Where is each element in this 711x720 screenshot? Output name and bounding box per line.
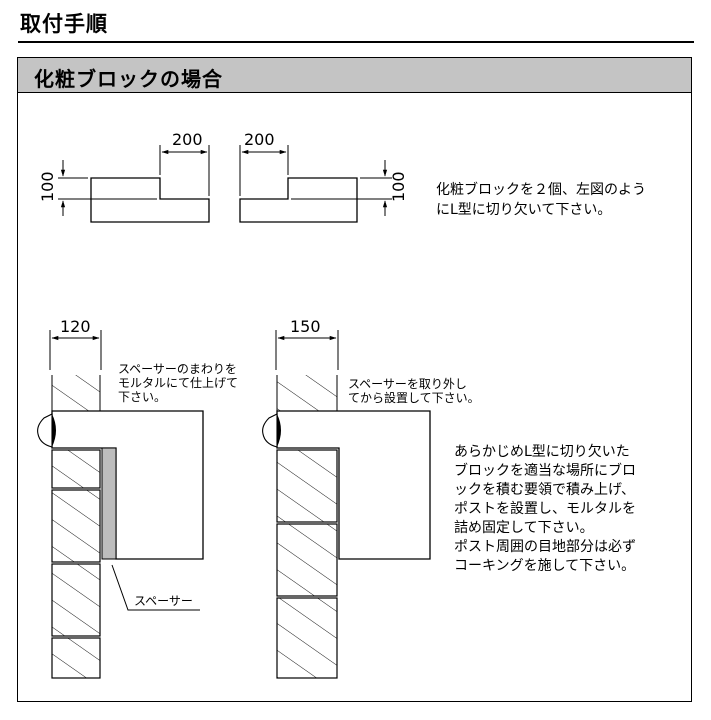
dim-right-150: 150 bbox=[290, 317, 321, 336]
block-above-left bbox=[52, 375, 100, 411]
section-frame: 化粧ブロックの場合 bbox=[17, 57, 692, 702]
dim-left-width: 200 bbox=[172, 130, 203, 149]
dim-right-width: 200 bbox=[244, 130, 275, 149]
block-left-4 bbox=[51, 637, 101, 679]
spacer bbox=[101, 447, 117, 560]
top-note: 化粧ブロックを２個、左図のよう にL型に切り欠いて下さい。 bbox=[436, 182, 646, 218]
main-note: あらかじめL型に切り欠いた ブロックを適当な場所にブロ ックを積む要領で積み上げ… bbox=[454, 444, 636, 574]
block-left-1 bbox=[51, 449, 101, 489]
block-left-3 bbox=[51, 563, 101, 637]
post-right bbox=[276, 410, 431, 560]
block-left-2 bbox=[51, 489, 101, 563]
post-cap-right bbox=[262, 413, 278, 448]
dim-left-height: 100 bbox=[38, 171, 57, 202]
post-cap-left bbox=[37, 413, 53, 448]
l-block-right bbox=[239, 177, 358, 223]
block-right-2 bbox=[276, 523, 338, 597]
l-block-left bbox=[90, 177, 210, 223]
block-above-right bbox=[277, 375, 337, 411]
block-right-1 bbox=[276, 449, 338, 523]
section-title: 化粧ブロックの場合 bbox=[34, 67, 223, 91]
spacer-leader bbox=[111, 564, 200, 611]
title-divider bbox=[18, 41, 694, 43]
dim-left-120: 120 bbox=[60, 317, 91, 336]
right-note: スペーサーを取り外し てから設置して下さい。 bbox=[348, 377, 480, 405]
dim-right-height: 100 bbox=[389, 171, 408, 202]
page-title: 取付手順 bbox=[20, 12, 108, 36]
left-note: スペーサーのまわりを モルタルにて仕上げて 下さい。 bbox=[118, 362, 239, 404]
block-right-3 bbox=[276, 597, 338, 679]
spacer-label: スペーサー bbox=[134, 594, 193, 608]
section-header: 化粧ブロックの場合 bbox=[18, 58, 691, 93]
